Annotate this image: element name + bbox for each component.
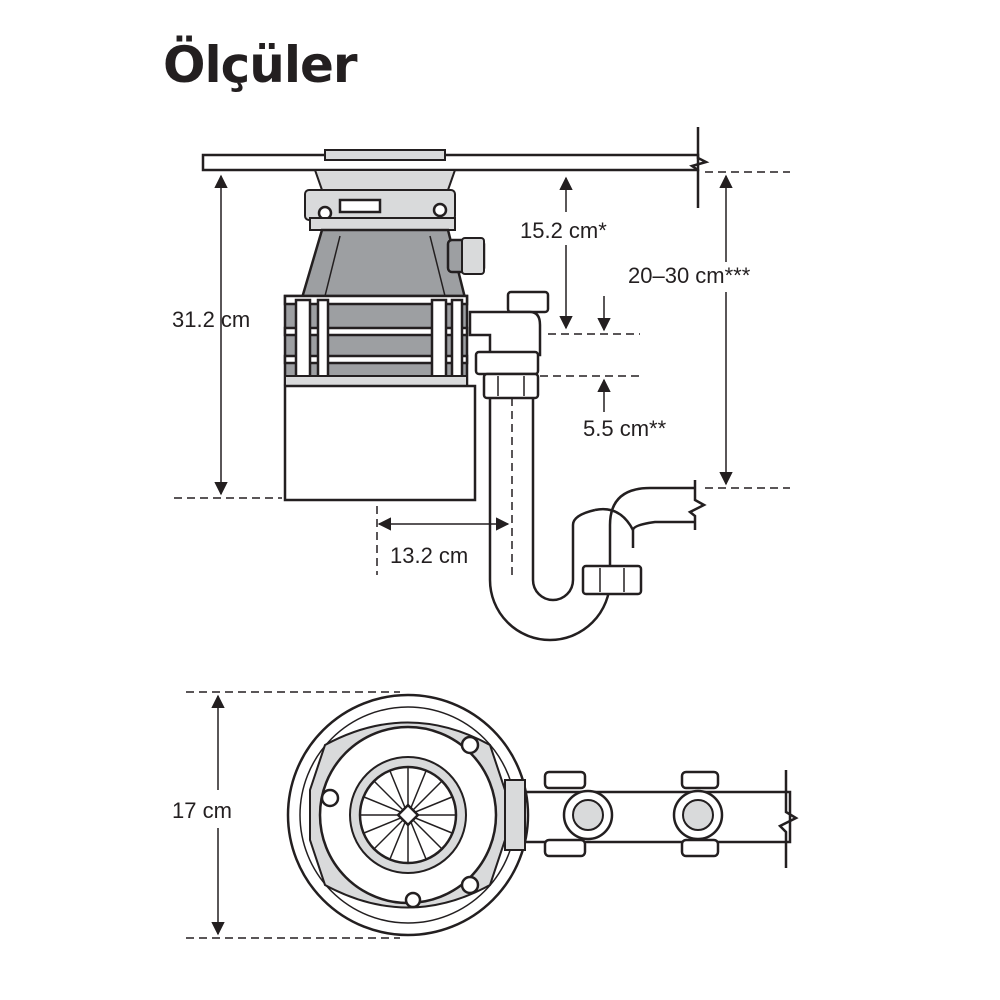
plate-break <box>689 127 710 208</box>
height-dimension-label: 31.2 cm <box>172 307 250 332</box>
side-view: 31.2 cm 15.2 cm* 5.5 cm** 20–30 cm*** 13… <box>172 127 790 642</box>
pipe-dimension-label: 20–30 cm*** <box>628 263 751 288</box>
lower-body <box>283 384 477 502</box>
mounting-assembly <box>304 149 457 231</box>
page-title: Ölçüler <box>163 36 358 94</box>
drain-height-label: 15.2 cm* <box>520 218 607 243</box>
splash-guard <box>349 756 467 874</box>
diameter-dimension-label: 17 cm <box>172 798 232 823</box>
discharge-elbow <box>468 290 550 400</box>
top-view: 17 cm <box>172 691 799 939</box>
sink-plate <box>201 153 700 172</box>
p-trap <box>488 398 707 642</box>
dishwasher-inlet <box>446 237 486 275</box>
top-outlet-pipe <box>518 770 799 868</box>
inlet-dimension-label: 5.5 cm** <box>583 416 667 441</box>
grinding-chamber <box>283 294 469 387</box>
offset-dimension-label: 13.2 cm <box>390 543 468 568</box>
